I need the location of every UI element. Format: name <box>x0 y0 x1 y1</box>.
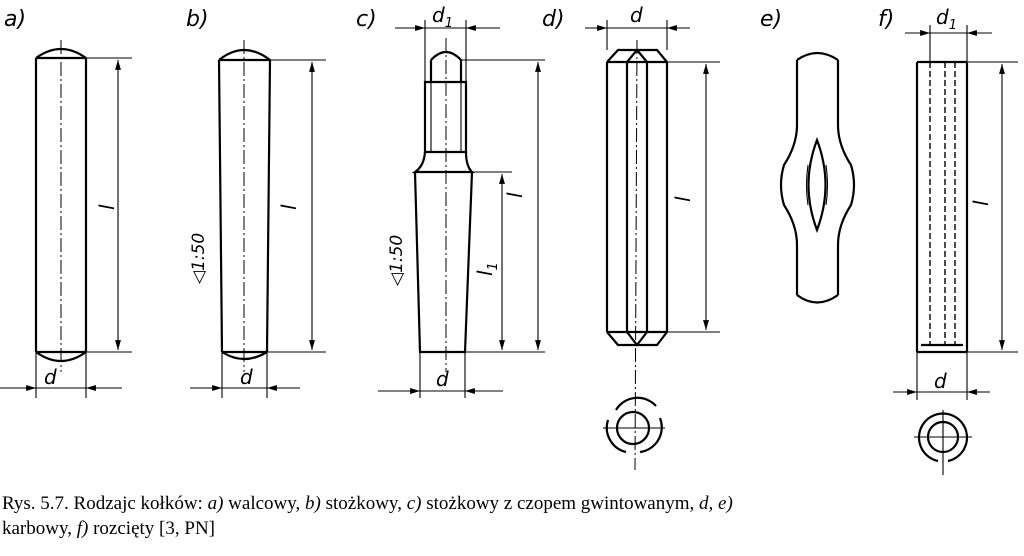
dim-d-f: d <box>934 369 947 393</box>
panel-label-c: c) <box>356 7 377 32</box>
dim-d-b: d <box>240 365 253 389</box>
cross-section-f <box>914 410 972 475</box>
pin-f-slotted: f) d1 l d <box>878 5 1018 475</box>
dim-l1-c: l1 <box>473 262 501 276</box>
caption-text: rozcięty [3, PN] <box>88 518 215 539</box>
panel-label-e: e) <box>760 7 782 32</box>
caption-text: karbowy, <box>2 518 77 539</box>
caption-line-1: Rys. 5.7. Rodzajc kołków: a) walcowy, b)… <box>2 491 733 516</box>
dim-d-a: d <box>44 365 57 389</box>
panel-label-f: f) <box>878 7 894 32</box>
pin-b-tapered: b) l ◁1:50 d <box>186 7 326 398</box>
pin-c-threaded: c) d1 l l1 ◁1:50 d <box>356 3 545 398</box>
caption-ref-c: c) <box>406 493 422 514</box>
taper-ratio-c: ◁1:50 <box>387 235 407 286</box>
dim-l-c: l <box>503 192 527 198</box>
dim-l-a: l <box>95 204 119 210</box>
dim-l-d: l <box>671 196 695 202</box>
pin-a-cylindrical: a) l d <box>0 7 132 398</box>
panel-label-a: a) <box>4 7 26 32</box>
dim-l-b: l <box>277 204 301 210</box>
pin-e-notched: e) <box>760 7 856 304</box>
caption-text: Rys. 5.7. Rodzajc kołków: <box>2 493 208 514</box>
panel-label-d: d) <box>542 7 565 32</box>
panel-label-b: b) <box>186 7 209 32</box>
dim-d1-f: d1 <box>936 5 957 33</box>
caption-text: stożkowy, <box>320 493 407 514</box>
dim-d-d: d <box>630 3 643 27</box>
caption-ref-de: d, e) <box>699 493 733 514</box>
dim-d-c: d <box>436 367 449 391</box>
caption-ref-f: f) <box>76 518 89 539</box>
caption-text: stożkowy z czopem gwintowanym, <box>421 493 700 514</box>
dim-l-f: l <box>969 200 993 206</box>
caption-ref-b: b) <box>305 493 321 514</box>
caption-ref-a: a) <box>207 493 224 514</box>
pin-d-grooved: d) d l <box>542 3 720 471</box>
taper-ratio-b: ◁1:50 <box>189 233 209 284</box>
caption-text: walcowy, <box>223 493 306 514</box>
figure-caption: Rys. 5.7. Rodzajc kołków: a) walcowy, b)… <box>2 491 733 541</box>
caption-line-2: karbowy, f) rozcięty [3, PN] <box>2 516 733 541</box>
dim-d1-c: d1 <box>432 3 453 31</box>
cross-section-d <box>603 396 665 454</box>
